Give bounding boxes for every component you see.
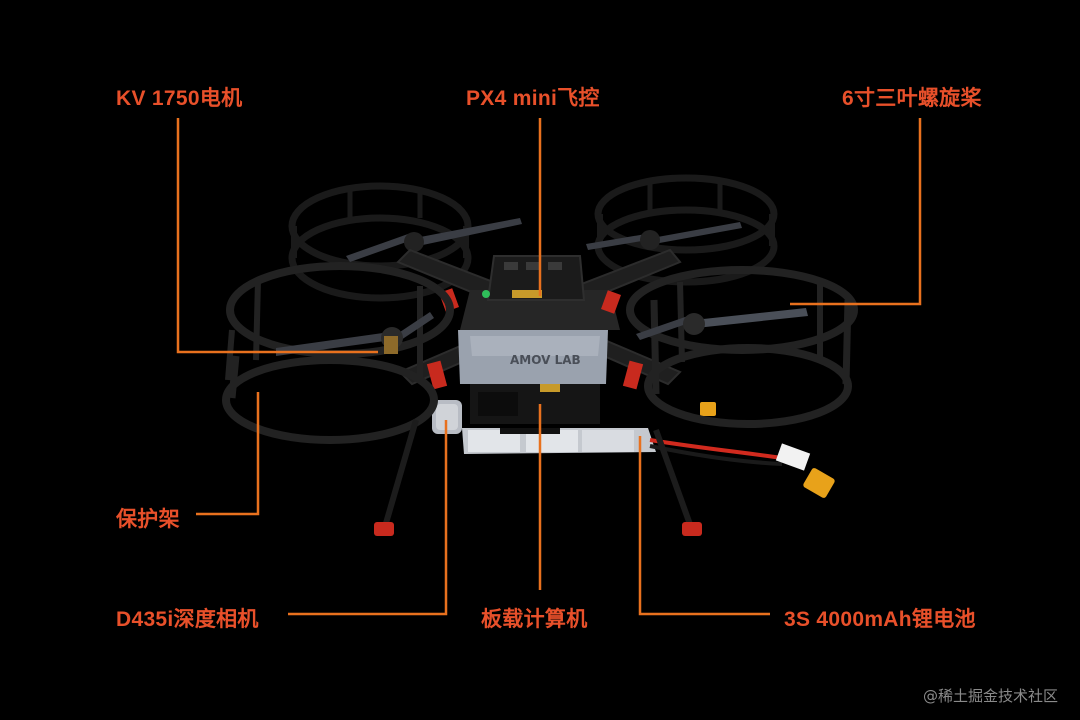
- flight-controller-box: [482, 255, 586, 301]
- rear-right-propeller: [586, 222, 742, 250]
- onboard-computer: AMOV LAB: [458, 330, 608, 424]
- camera-label: D435i深度相机: [116, 608, 259, 631]
- watermark: @稀土掘金技术社区: [922, 687, 1058, 705]
- battery-label: 3S 4000mAh锂电池: [784, 608, 976, 631]
- front-left-propeller: [276, 312, 434, 356]
- propeller-label: 6寸三叶螺旋桨: [842, 87, 982, 110]
- front-right-propeller: [636, 308, 808, 340]
- motor-label: KV 1750电机: [116, 87, 243, 110]
- battery-pack: [462, 428, 656, 454]
- computer-brand-text: AMOV LAB: [510, 353, 581, 367]
- rear-left-guard: [288, 182, 472, 302]
- flight-controller-label: PX4 mini飞控: [466, 87, 600, 110]
- red-arm-mounts: [426, 288, 644, 390]
- computer-label: 板载计算机: [481, 608, 588, 631]
- rear-right-guard: [594, 174, 778, 286]
- guard-label: 保护架: [116, 508, 180, 531]
- front-right-guard: [626, 266, 858, 428]
